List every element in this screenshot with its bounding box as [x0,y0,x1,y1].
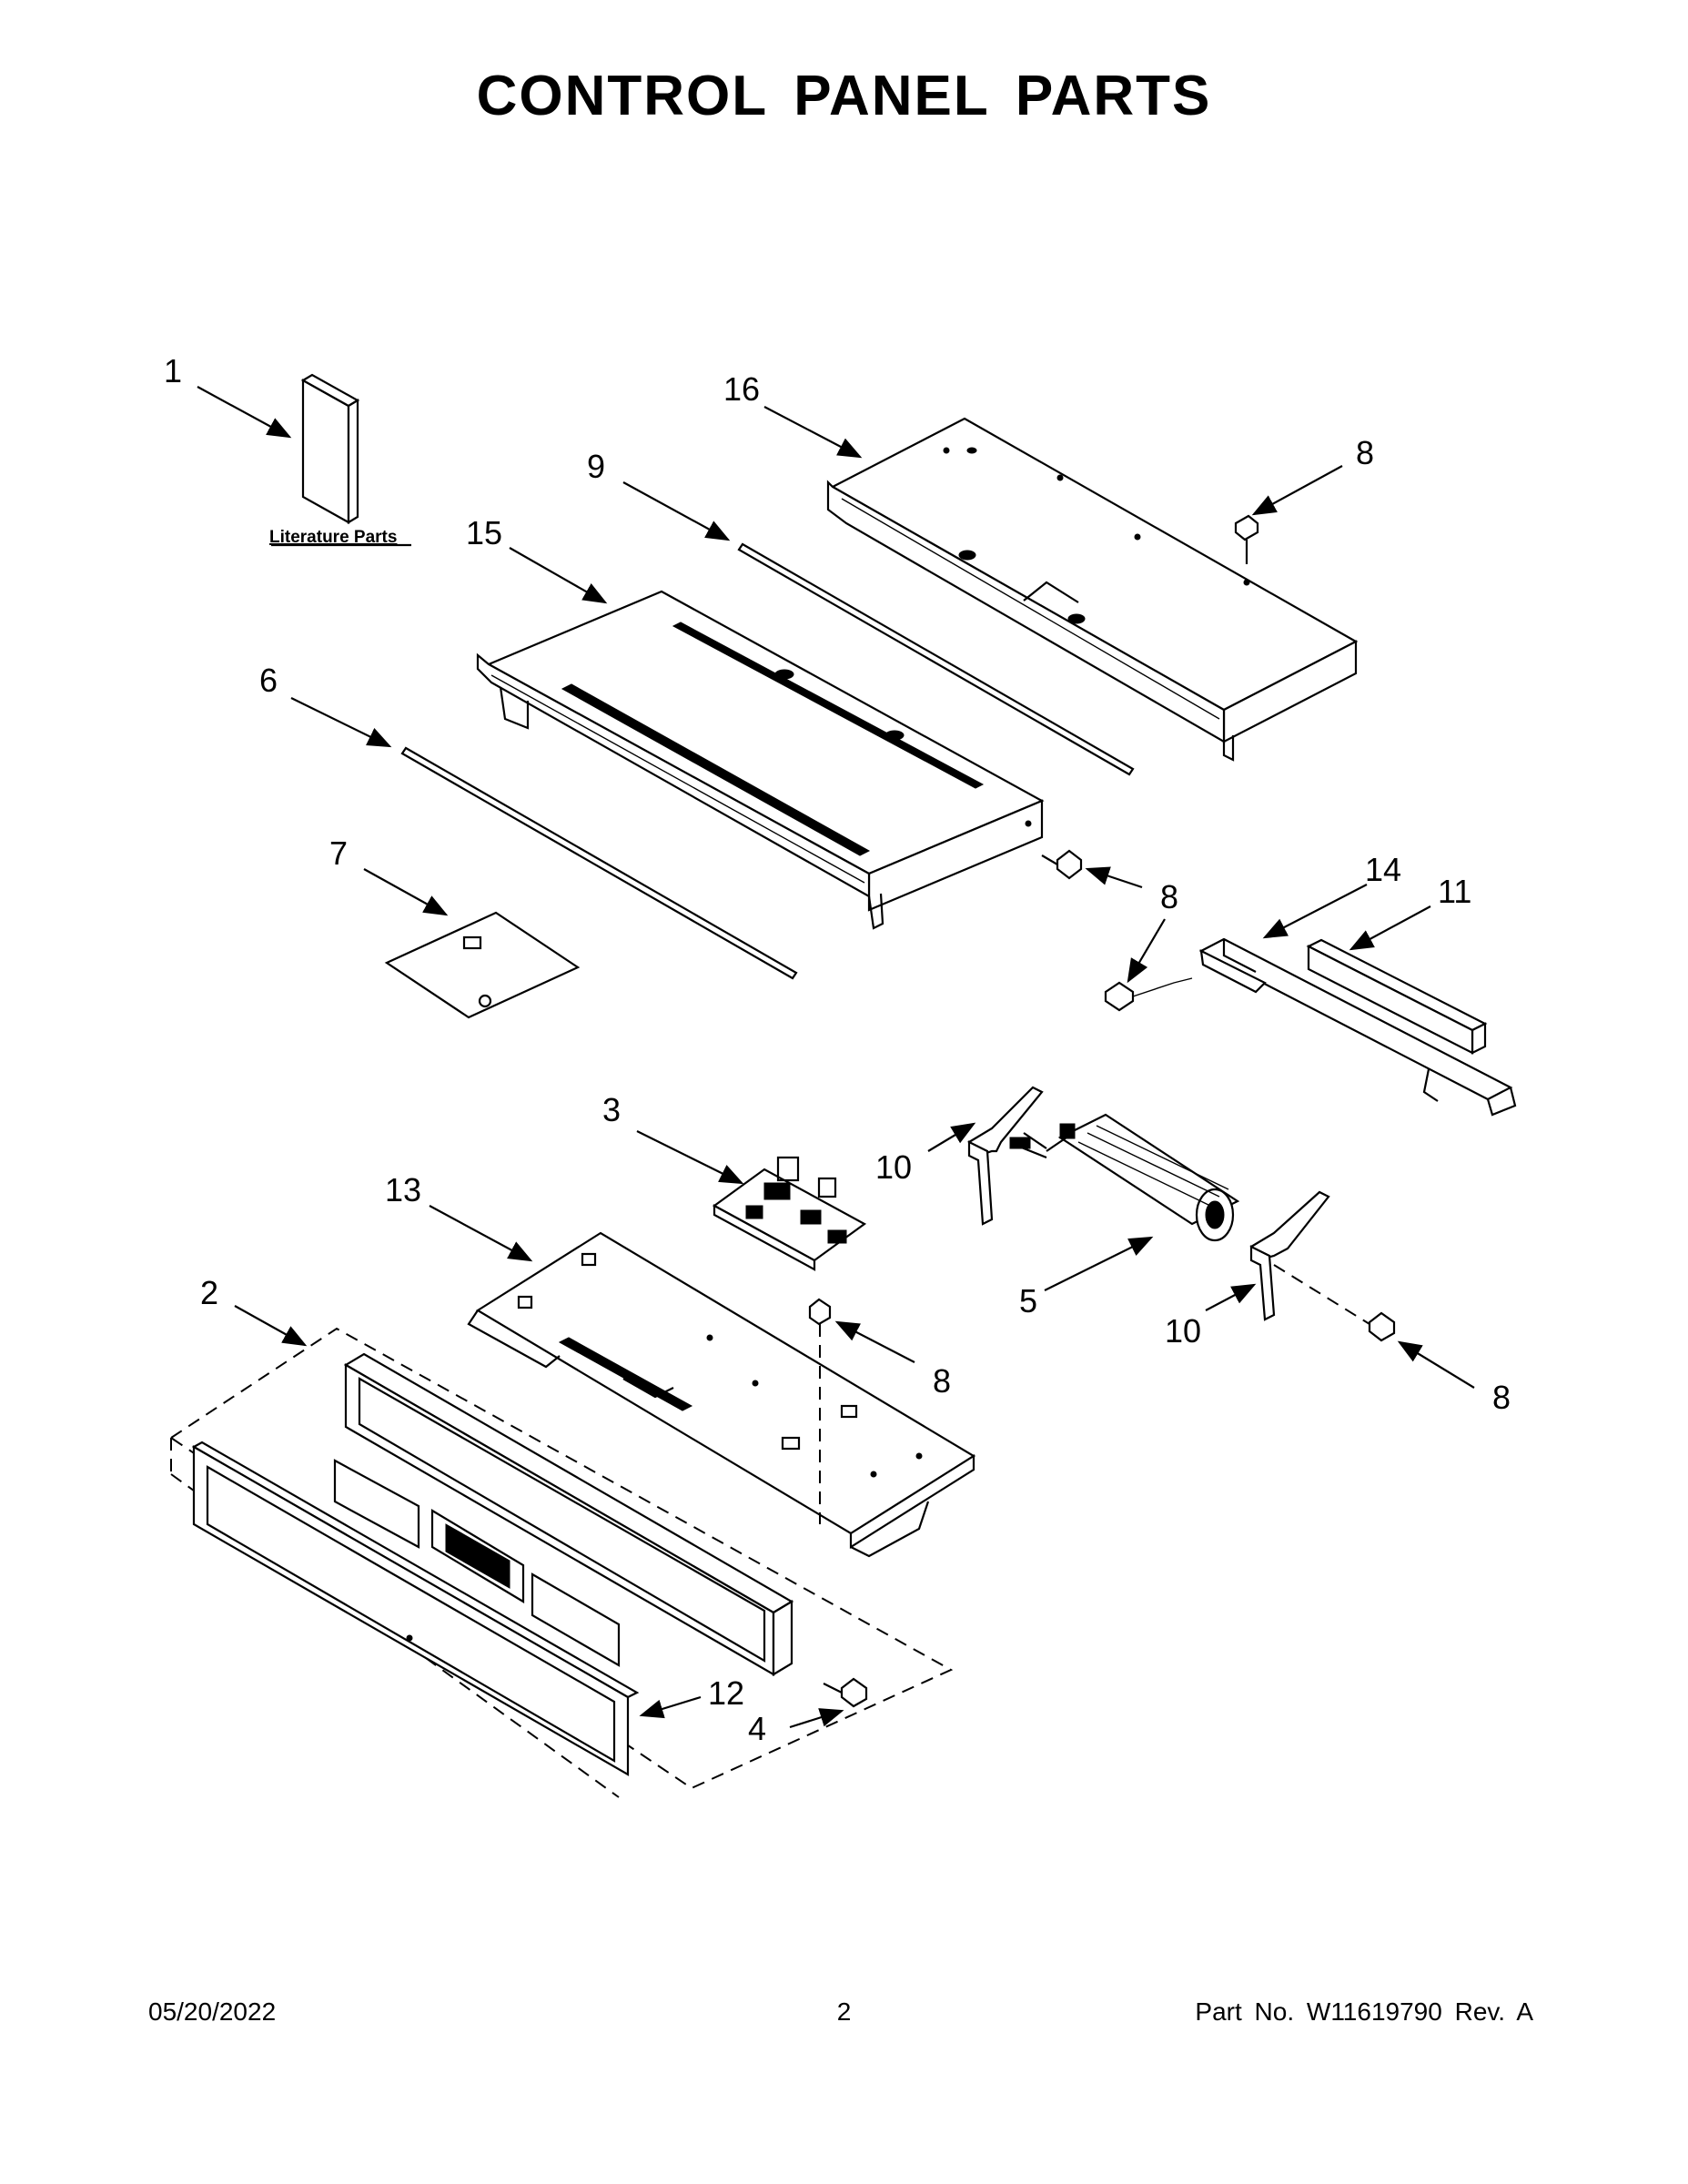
keypad-grid-part [333,1459,621,1667]
callout-10: 10 [875,1148,912,1186]
strip-part-11 [1306,938,1488,1055]
mounting-plate-part [467,1231,976,1558]
callout-10: 10 [1165,1312,1201,1350]
hinge-bracket-part-10-a [967,1086,1044,1226]
lower-shield-part [476,590,1045,930]
callout-3: 3 [602,1091,621,1128]
upper-cover-part [826,417,1359,762]
callout-4: 4 [748,1710,766,1747]
callout-11: 11 [1438,873,1471,910]
literature-booklet-part: Literature Parts [269,373,411,547]
callout-8: 8 [1492,1379,1511,1416]
insulation-pad-part [384,911,581,1019]
callout-14: 14 [1365,851,1401,888]
footer-part-number: Part No. W11619790 Rev. A [1195,1997,1533,2026]
callout-7: 7 [329,834,348,872]
callout-5: 5 [1019,1282,1037,1320]
screw-part-8-a [1234,514,1259,564]
bracket-part-14 [1198,937,1517,1117]
screw-part-8-e [808,1298,832,1524]
footer-date: 05/20/2022 [148,1997,277,2026]
screw-part-8-c [1104,977,1193,1012]
rod-part-9 [737,542,1135,776]
callout-8: 8 [933,1362,951,1400]
callout-9: 9 [587,448,605,485]
callout-8: 8 [1356,434,1374,471]
callout-2: 2 [200,1274,218,1311]
callout-6: 6 [259,662,278,699]
control-panel-frame-part [343,1352,794,1676]
callout-16: 16 [723,370,760,408]
callout-15: 15 [466,514,502,551]
rod-part-6 [400,746,798,980]
literature-parts-label: Literature Parts [269,528,397,547]
callout-12: 12 [708,1674,744,1712]
screw-part-8-d [1273,1264,1396,1342]
footer-page-number: 2 [836,1997,852,2026]
page-title: CONTROL PANEL PARTS [476,65,1212,127]
cooling-fan-part [1009,1113,1240,1242]
callout-8: 8 [1160,878,1178,915]
screw-part-4 [823,1677,868,1708]
callout-13: 13 [385,1171,421,1208]
hinge-bracket-part-10-b [1249,1190,1330,1321]
callout-1: 1 [164,352,182,389]
glass-panel-part-12 [191,1441,640,1776]
control-board-part [712,1156,867,1271]
screw-part-8-b [1041,849,1083,880]
